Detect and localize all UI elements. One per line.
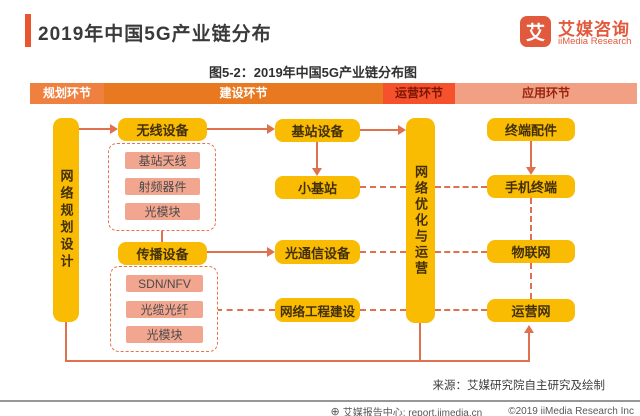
node-transmission-equipment: 传播设备: [118, 242, 207, 265]
subnode-optical-fiber: 光缆光纤: [126, 301, 203, 318]
dash-opticalcomm-to-optimization: [360, 251, 406, 253]
arrow-transmission-to-opticalcomm-head: [267, 247, 275, 257]
node-mobile-terminal: 手机终端: [487, 175, 575, 198]
arrow-transmission-to-opticalcomm-line: [207, 251, 268, 253]
footer-divider: [0, 400, 640, 402]
subnode-optical-module-2: 光模块: [126, 326, 203, 343]
footer: ⊕ 艾媒报告中心: report.iimedia.cn ©2019 iiMedi…: [331, 404, 634, 416]
subnode-sdn-nfv: SDN/NFV: [126, 275, 203, 292]
node-iot: 物联网: [487, 240, 575, 263]
arrow-wireless-to-basestation-head: [267, 124, 275, 134]
arrow-wireless-to-basestation-line: [207, 128, 268, 130]
arrow-planning-to-wireless-head: [110, 124, 118, 134]
node-network-optimization: 网络优化与运营: [406, 118, 435, 323]
feedback-line-planning-drop: [65, 322, 67, 362]
node-small-cell: 小基站: [275, 176, 360, 199]
subnode-rf-devices: 射频器件: [125, 178, 200, 195]
brand-name-cn: 艾媒咨询: [558, 20, 630, 39]
arrow-basestation-to-smallcell-line: [316, 142, 318, 169]
feedback-line-optimization-drop: [419, 323, 421, 362]
dash-smallcell-to-optimization: [360, 186, 406, 188]
stage-application: 应用环节: [455, 83, 637, 104]
iimedia-logo-icon: 艾: [520, 16, 551, 47]
feedback-line-opnet-rise: [528, 333, 530, 362]
stage-planning: 规划环节: [30, 83, 104, 104]
arrow-basestation-to-smallcell-head: [312, 168, 322, 176]
node-base-station-equipment: 基站设备: [275, 119, 360, 142]
dash-mobile-to-iot: [530, 198, 532, 240]
arrow-planning-to-wireless-line: [79, 128, 112, 130]
stage-operation: 运营环节: [383, 83, 455, 104]
subnode-base-station-antenna: 基站天线: [125, 152, 200, 169]
footer-copyright: ©2019 iiMedia Research Inc: [508, 406, 634, 416]
arrow-basestation-to-optimization-line: [360, 129, 399, 131]
subnode-optical-module-1: 光模块: [125, 203, 200, 220]
node-network-planning: 网络规划设计: [53, 118, 79, 322]
dash-iot-to-opnet: [530, 263, 532, 299]
footer-site-label: 艾媒报告中心: report.iimedia.cn: [342, 408, 483, 416]
node-network-engineering: 网络工程建设: [275, 298, 360, 322]
figure-caption: 图5-2：2019年中国5G产业链分布图: [208, 65, 418, 80]
node-wireless-equipment: 无线设备: [118, 118, 207, 141]
stage-construction: 建设环节: [104, 83, 383, 104]
feedback-line-bottom: [65, 360, 530, 362]
arrow-accessories-to-mobile-line: [530, 141, 532, 168]
logo-glyph: 艾: [525, 23, 545, 44]
dash-optimization-to-mobile: [435, 186, 487, 188]
dash-optimization-to-iot: [435, 251, 487, 253]
title-accent-bar: [25, 14, 31, 47]
node-optical-comm-equipment: 光通信设备: [275, 240, 360, 264]
dash-optimization-to-opnet: [435, 309, 487, 311]
brand-name-en: iiMedia Research: [558, 36, 632, 47]
dash-engineering-to-optimization: [360, 309, 406, 311]
page-title: 2019年中国5G产业链分布: [38, 24, 272, 45]
arrow-accessories-to-mobile-head: [526, 167, 536, 175]
node-operator-network: 运营网: [487, 299, 575, 322]
node-terminal-accessories: 终端配件: [487, 118, 575, 141]
feedback-arrow-opnet-head: [524, 325, 534, 333]
dash-fibergroup-to-engineering: [216, 309, 275, 311]
arrow-basestation-to-optimization-head: [398, 125, 406, 135]
source-note: 来源：艾媒研究院自主研究及绘制: [432, 380, 606, 392]
globe-icon: ⊕: [330, 406, 340, 416]
line-wireless-group-to-transmission: [161, 229, 163, 242]
